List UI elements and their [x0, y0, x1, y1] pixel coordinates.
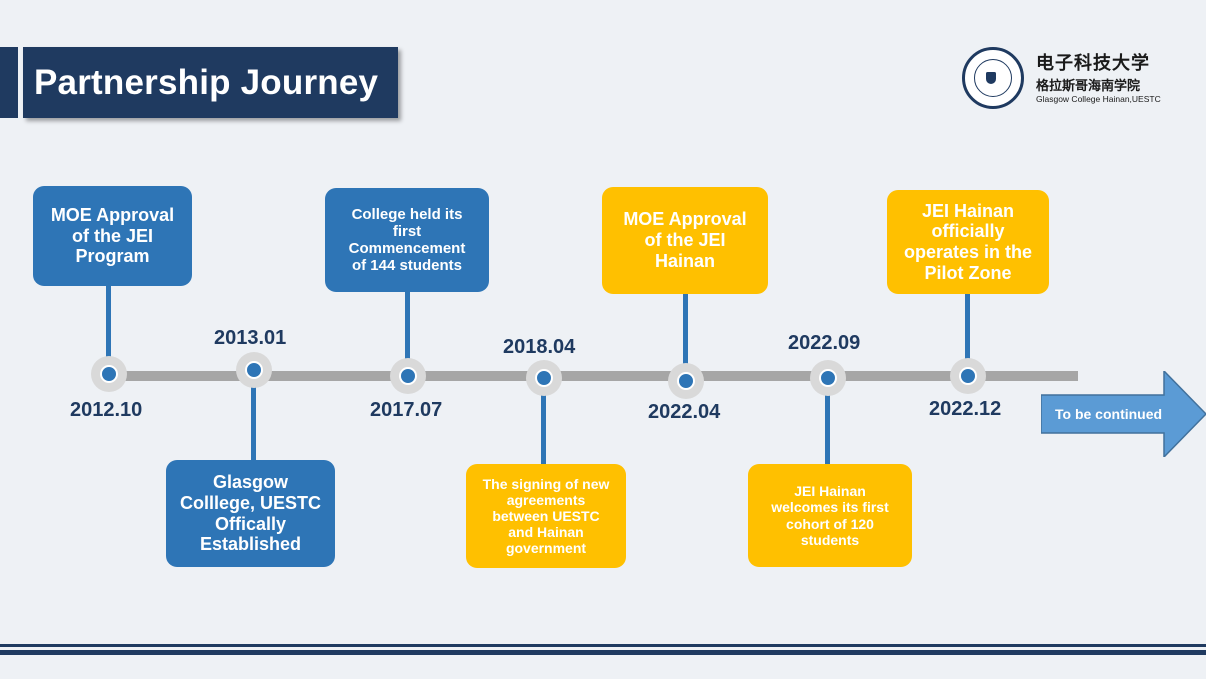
timeline-event-text: JEI Hainan welcomes its first cohort of …	[771, 483, 889, 548]
timeline-date: 2012.10	[70, 399, 143, 421]
timeline-event-text: The signing of new agreements between UE…	[482, 475, 610, 557]
timeline-marker	[390, 358, 426, 394]
timeline-connector	[405, 292, 410, 378]
logo-english-name: Glasgow College Hainan,UESTC	[1036, 94, 1161, 104]
timeline-marker	[91, 356, 127, 392]
continue-arrow: To be continued	[1041, 371, 1206, 457]
timeline-event-box: MOE Approval of the JEI Hainan	[602, 187, 768, 294]
arrow-label: To be continued	[1055, 406, 1163, 422]
timeline-date: 2018.04	[503, 336, 576, 358]
logo-chinese-subname: 格拉斯哥海南学院	[1036, 79, 1141, 94]
timeline-date: 2022.04	[648, 401, 721, 423]
university-seal-icon	[962, 47, 1024, 109]
timeline-event-box: Glasgow Colllege, UESTC Offically Establ…	[166, 460, 335, 567]
timeline-marker	[668, 363, 704, 399]
timeline-marker	[236, 352, 272, 388]
timeline-event-box: College held its first Commencement of 1…	[325, 188, 489, 292]
college-logo: 电子科技大学 格拉斯哥海南学院 Glasgow College Hainan,U…	[962, 47, 1162, 109]
timeline-event-box: MOE Approval of the JEI Program	[33, 186, 192, 286]
timeline-event-box: The signing of new agreements between UE…	[466, 464, 626, 568]
timeline-event-text: MOE Approval of the JEI Program	[50, 204, 175, 267]
timeline-marker	[950, 358, 986, 394]
timeline-date: 2017.07	[370, 399, 443, 421]
timeline-date: 2022.12	[929, 398, 1002, 420]
title-banner: Partnership Journey	[23, 47, 398, 118]
timeline-event-box: JEI Hainan welcomes its first cohort of …	[748, 464, 912, 567]
timeline-connector	[965, 294, 970, 374]
timeline-date: 2022.09	[788, 332, 861, 354]
timeline-event-box: JEI Hainan officially operates in the Pi…	[887, 190, 1049, 294]
footer-rule	[0, 644, 1206, 647]
timeline-event-text: MOE Approval of the JEI Hainan	[623, 209, 747, 271]
right-arrow-icon	[1041, 371, 1206, 457]
page-title: Partnership Journey	[34, 62, 379, 102]
logo-chinese-name: 电子科技大学	[1036, 53, 1150, 74]
timeline-connector	[683, 294, 688, 382]
timeline-marker	[526, 360, 562, 396]
footer-rule	[0, 650, 1206, 655]
timeline-axis	[108, 371, 1078, 381]
timeline-event-text: College held its first Commencement of 1…	[348, 205, 466, 275]
timeline-marker	[810, 360, 846, 396]
timeline-connector	[825, 378, 830, 464]
title-accent-bar	[0, 47, 18, 118]
timeline-event-text: Glasgow Colllege, UESTC Offically Establ…	[179, 472, 322, 555]
timeline-connector	[106, 286, 111, 376]
timeline-connector	[541, 378, 546, 464]
timeline-event-text: JEI Hainan officially operates in the Pi…	[903, 200, 1033, 283]
timeline-date: 2013.01	[214, 327, 287, 349]
timeline-connector	[251, 376, 256, 460]
